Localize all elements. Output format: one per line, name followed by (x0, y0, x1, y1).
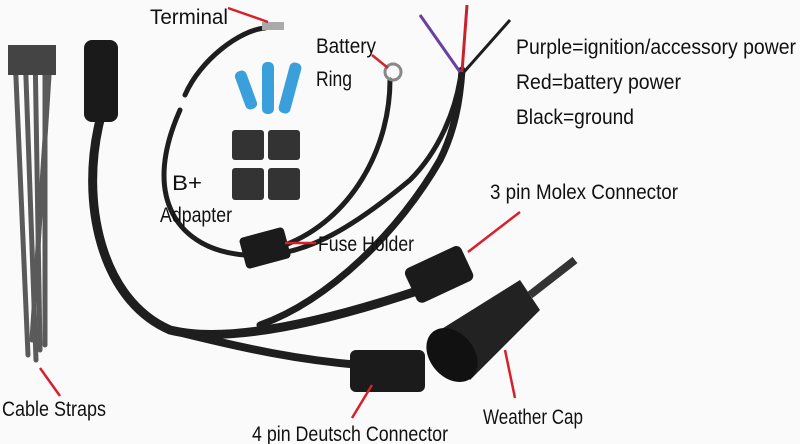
label-molex: 3 pin Molex Connector (490, 181, 678, 204)
label-pointers (38, 6, 521, 419)
butt-connectors (234, 62, 302, 114)
harness-wires (88, 4, 512, 369)
weather-cap (426, 256, 578, 382)
fuse-holder (239, 227, 291, 269)
label-battery-ring-line2: Ring (316, 68, 352, 91)
cable-straps (8, 45, 56, 363)
label-terminal: Terminal (150, 6, 228, 29)
mounting-pads (232, 130, 300, 200)
b-plus-adapter-connector (84, 40, 118, 122)
legend-black: Black=ground (516, 106, 634, 129)
terminal-pin (262, 22, 284, 30)
deutsch-connector (350, 350, 425, 392)
label-weather-cap: Weather Cap (483, 406, 583, 429)
label-fuse-holder: Fuse Holder (318, 233, 414, 256)
legend-purple: Purple=ignition/accessory power (516, 36, 796, 59)
label-cable-straps: Cable Straps (2, 398, 106, 421)
battery-ring (383, 62, 403, 82)
molex-connector (404, 246, 474, 303)
label-b-plus-line1: B+ (172, 172, 202, 195)
legend-red: Red=battery power (516, 71, 681, 94)
label-b-plus-line2: Adpapter (160, 204, 232, 227)
label-battery-ring-line1: Battery (316, 35, 376, 58)
label-deutsch: 4 pin Deutsch Connector (252, 423, 448, 444)
